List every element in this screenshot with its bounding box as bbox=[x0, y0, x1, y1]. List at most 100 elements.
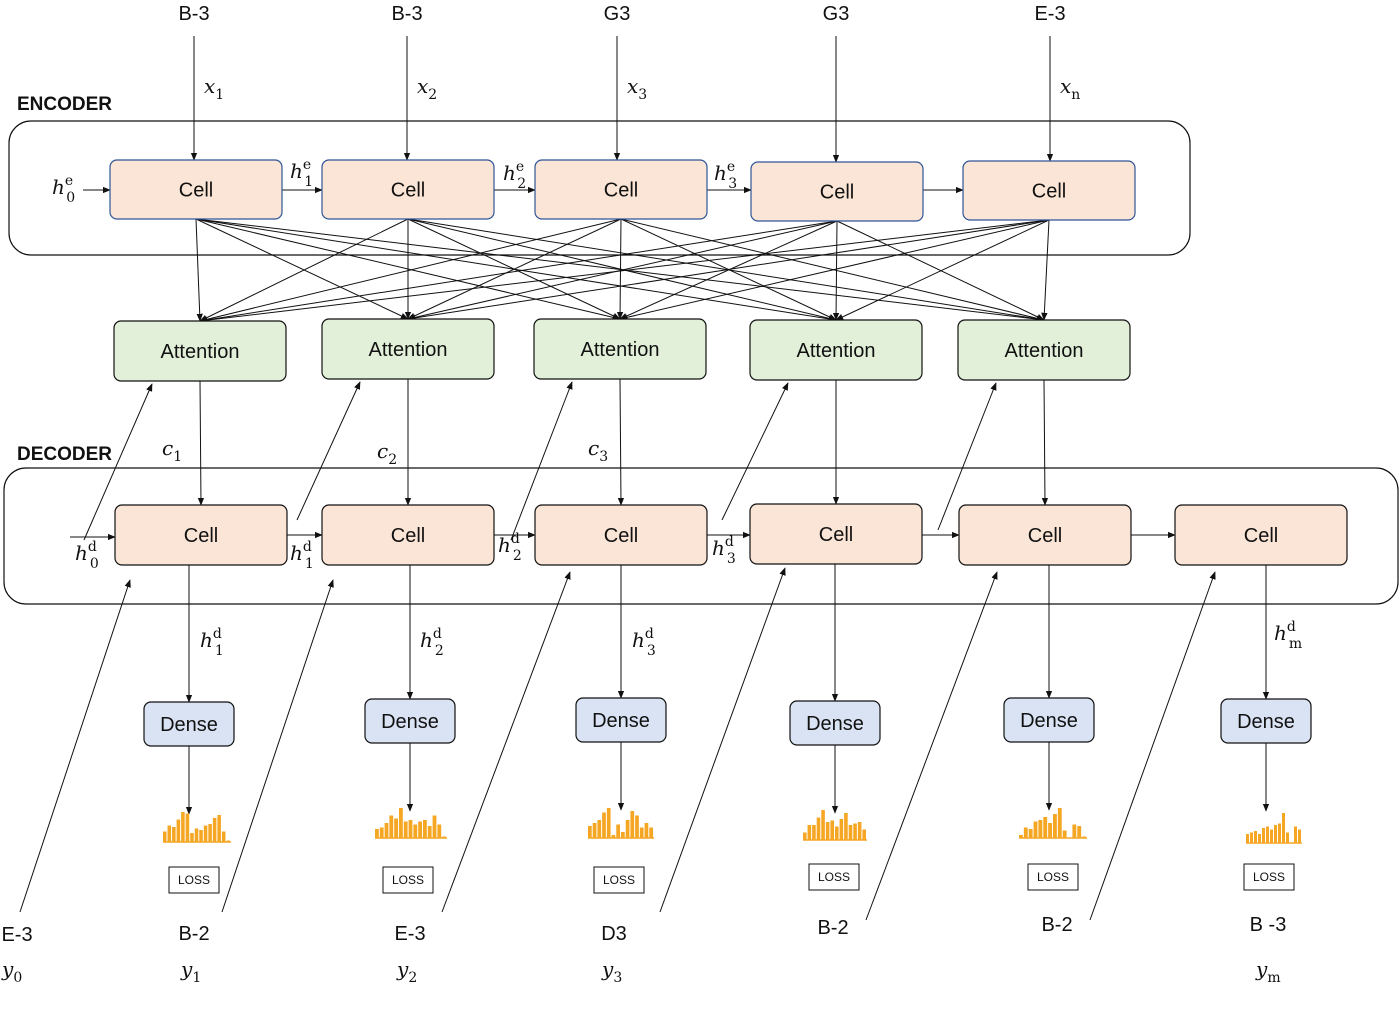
histogram-bar bbox=[185, 813, 190, 842]
target-var: ym bbox=[1255, 957, 1281, 986]
encoder-cell-2: Cell bbox=[321, 159, 495, 220]
histogram-bar bbox=[1262, 828, 1265, 843]
histogram-bar bbox=[384, 823, 389, 838]
histogram-bar bbox=[1043, 817, 1048, 838]
context-label: c1 bbox=[162, 436, 182, 465]
encoder-attention-link bbox=[199, 219, 1050, 324]
histogram-bar bbox=[630, 811, 635, 838]
histogram-bar bbox=[403, 821, 408, 838]
attention-block-5: Attention bbox=[957, 319, 1131, 381]
dense-layer-5: Dense bbox=[1003, 697, 1095, 743]
encoder-attention-link bbox=[1041, 219, 1050, 321]
histogram-bar bbox=[226, 840, 230, 842]
histogram-bar bbox=[1282, 813, 1285, 843]
histogram-bar bbox=[167, 825, 172, 842]
histogram-bar bbox=[816, 817, 821, 840]
histogram-bar bbox=[1057, 808, 1062, 838]
encoder-cell-3-label: Cell bbox=[604, 180, 638, 202]
encoder-cell-4-label: Cell bbox=[820, 182, 854, 204]
target-token: B-2 bbox=[178, 923, 209, 945]
target-token: B -3 bbox=[1250, 914, 1287, 936]
encoder-attention-link bbox=[199, 218, 622, 323]
encoder-cell-5-label: Cell bbox=[1032, 181, 1066, 203]
encoder-cell-1: Cell bbox=[109, 159, 283, 220]
histogram-bar bbox=[839, 819, 844, 840]
decoder-cell-1-label: Cell bbox=[184, 525, 218, 547]
histogram-bar bbox=[375, 829, 379, 838]
context-label: c2 bbox=[377, 439, 397, 468]
histogram-bar bbox=[1072, 824, 1077, 838]
encoder-cell-4: Cell bbox=[750, 161, 924, 222]
loss-label: LOSS bbox=[178, 873, 210, 887]
loss-label: LOSS bbox=[603, 873, 635, 887]
histogram-bar bbox=[408, 820, 413, 838]
histogram-bar bbox=[427, 826, 432, 838]
histogram-bar bbox=[199, 830, 203, 842]
target-input-arrow bbox=[865, 571, 998, 921]
dense-layer-4: Dense bbox=[789, 700, 881, 746]
loss-label: LOSS bbox=[818, 870, 850, 884]
histogram-bar bbox=[853, 823, 857, 840]
context-label: c3 bbox=[588, 436, 608, 465]
attention-block-5-label: Attention bbox=[1005, 340, 1084, 362]
histogram-bar bbox=[1033, 821, 1038, 838]
dense-layer-2: Dense bbox=[364, 698, 456, 744]
encoder-input-token: G3 bbox=[823, 3, 850, 25]
loss-box: LOSS bbox=[593, 866, 645, 894]
histogram-bar bbox=[602, 812, 606, 838]
target-var: y0 bbox=[1, 957, 22, 986]
histogram-bar bbox=[1274, 825, 1277, 843]
dense-layer-1-label: Dense bbox=[160, 714, 218, 736]
histogram-bar bbox=[803, 832, 807, 840]
context-arrow bbox=[617, 378, 625, 506]
decoder-cell-1: Cell bbox=[114, 504, 288, 566]
attention-block-4-label: Attention bbox=[797, 340, 876, 362]
histogram-bar bbox=[812, 825, 816, 840]
target-input-arrow bbox=[659, 567, 786, 913]
histogram-bar bbox=[212, 818, 217, 842]
encoder-attention-link bbox=[832, 220, 840, 321]
dense-layer-4-label: Dense bbox=[806, 713, 864, 735]
decoder-query-arrow bbox=[296, 381, 361, 521]
encoder-attention-link bbox=[619, 219, 1050, 321]
histogram-bar bbox=[1082, 836, 1086, 838]
histogram-bar bbox=[1019, 835, 1023, 838]
histogram-bar bbox=[844, 813, 848, 840]
dense-layer-6: Dense bbox=[1220, 698, 1312, 744]
histogram-bar bbox=[163, 831, 167, 842]
encoder-attention-link bbox=[199, 220, 838, 324]
histogram-bar bbox=[423, 820, 427, 838]
histogram-bar bbox=[1278, 823, 1281, 843]
target-input-arrow bbox=[19, 579, 131, 913]
histogram-bar bbox=[644, 823, 649, 838]
attention-block-1-label: Attention bbox=[161, 341, 240, 363]
loss-box: LOSS bbox=[382, 866, 434, 894]
dense-layer-5-label: Dense bbox=[1020, 710, 1078, 732]
target-var: y3 bbox=[601, 957, 622, 986]
histogram-bar bbox=[1023, 827, 1028, 838]
encoder-input-var: xn bbox=[1060, 74, 1080, 103]
encoder-attention-link bbox=[835, 219, 1050, 321]
histogram-bar bbox=[1266, 826, 1269, 843]
histogram-bar bbox=[208, 824, 212, 842]
histogram-bar bbox=[176, 819, 181, 842]
target-var: y2 bbox=[396, 957, 417, 986]
histogram-bar bbox=[807, 825, 812, 840]
histogram-bar bbox=[862, 829, 866, 840]
decoder-label: DECODER bbox=[17, 444, 112, 465]
histogram-bar bbox=[635, 815, 639, 838]
decoder-cell-3: Cell bbox=[534, 504, 708, 566]
histogram-bar bbox=[432, 815, 437, 838]
encoder-attention-link bbox=[407, 218, 837, 322]
target-token: B-2 bbox=[817, 917, 848, 939]
histogram-bar bbox=[1048, 823, 1052, 838]
distribution-histogram bbox=[163, 812, 231, 843]
histogram-bar bbox=[825, 822, 830, 840]
histogram-bar bbox=[1286, 832, 1289, 843]
histogram-bar bbox=[835, 826, 839, 840]
attention-block-2: Attention bbox=[321, 318, 495, 380]
